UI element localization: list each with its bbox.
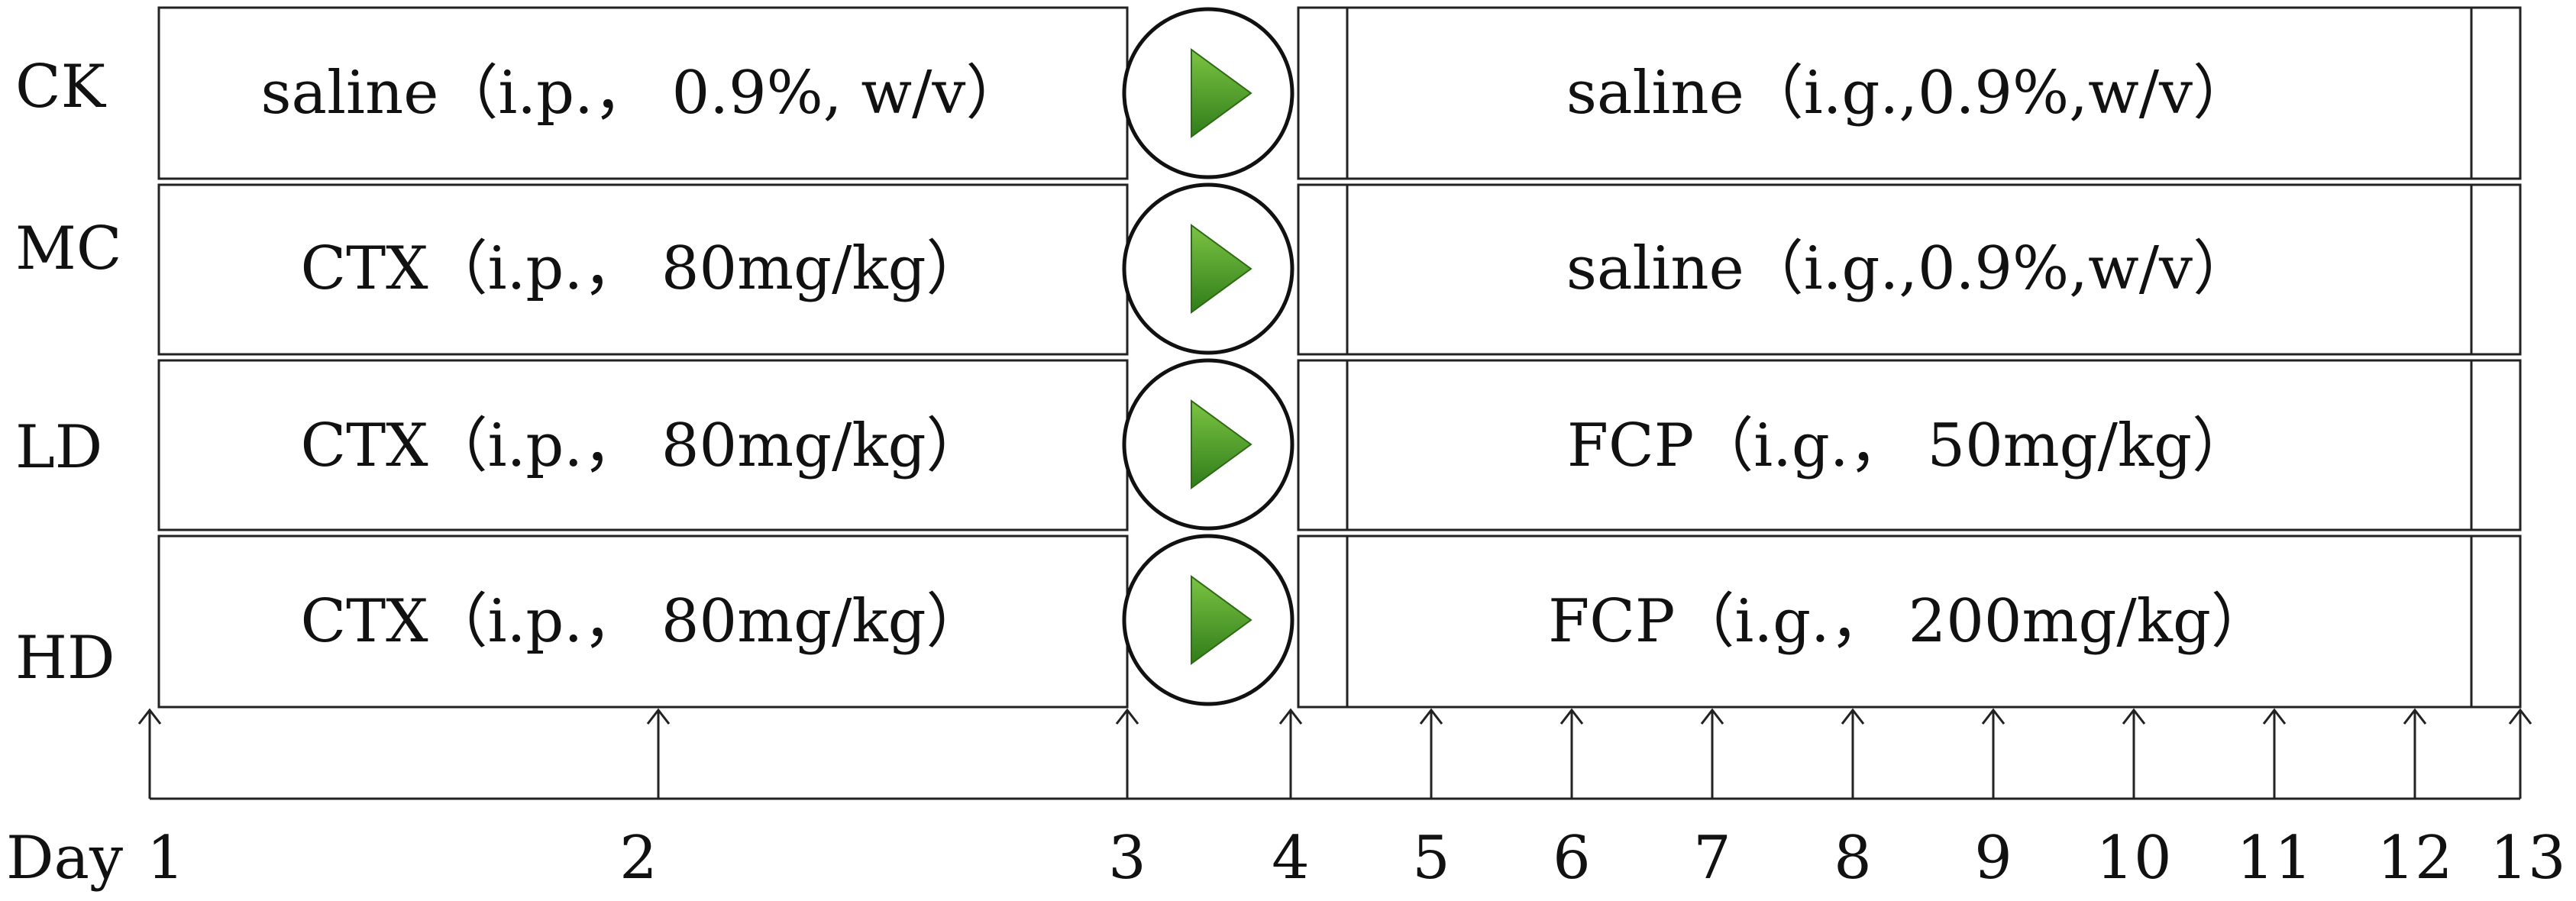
day-label: 3	[1108, 824, 1146, 893]
group-row-ck: CK saline（i.p.， 0.9%, w/v） saline（i.g.,0…	[15, 6, 2522, 180]
group-label-hd: HD	[15, 624, 115, 693]
arrow-up-icon	[1841, 708, 1865, 725]
arrow-up-icon	[137, 708, 162, 725]
day-arrow-tick	[2122, 708, 2146, 799]
phase1-text-ld: CTX（i.p.， 80mg/kg）	[300, 412, 985, 480]
day-label: 10	[2096, 824, 2171, 893]
timeline-ticks	[137, 708, 2532, 799]
play-icon	[1191, 575, 1252, 665]
day-arrow-tick	[1419, 708, 1443, 799]
arrow-up-icon	[646, 708, 671, 725]
phase2-text-ld: FCP（i.g.， 50mg/kg）	[1567, 412, 2251, 480]
day-prefix: Day	[6, 824, 123, 893]
group-row-mc: MC CTX（i.p.， 80mg/kg） saline（i.g.,0.9%,w…	[15, 182, 2522, 356]
day-label: 11	[2236, 824, 2312, 893]
play-icon	[1191, 48, 1252, 138]
day-arrow-tick	[2403, 708, 2427, 799]
day-arrow-tick	[1841, 708, 1865, 799]
group-label-mc: MC	[15, 215, 122, 283]
day-label: 13	[2490, 824, 2565, 893]
phase2-text-mc: saline（i.g.,0.9%,w/v）	[1566, 234, 2252, 303]
play-icon	[1191, 224, 1252, 314]
day-label: 5	[1412, 824, 1450, 893]
day-label: 8	[1834, 824, 1872, 893]
day-arrow-tick	[646, 708, 671, 799]
phase1-box-ck	[157, 6, 1129, 180]
day-label: 1	[147, 824, 185, 893]
phase1-box-mc	[157, 183, 1129, 356]
day-arrow-tick	[137, 708, 162, 799]
day-label: 7	[1693, 824, 1731, 893]
phase2-box-ld	[1297, 359, 2522, 531]
arrow-up-icon	[2508, 708, 2532, 725]
group-label-ld: LD	[15, 413, 102, 482]
day-label: 4	[1272, 824, 1310, 893]
arrow-up-icon	[1981, 708, 2006, 725]
arrow-up-icon	[1419, 708, 1443, 725]
day-arrow-tick	[1278, 708, 1303, 799]
day-arrow-tick	[2508, 708, 2532, 799]
arrow-up-icon	[2403, 708, 2427, 725]
day-arrow-tick	[1700, 708, 1724, 799]
arrow-up-icon	[2262, 708, 2287, 725]
day-arrow-tick	[1115, 708, 1139, 799]
day-label: 6	[1553, 824, 1591, 893]
group-row-ld: LD CTX（i.p.， 80mg/kg） FCP（i.g.， 50mg/kg）	[15, 358, 2522, 531]
phase2-text-ck: saline（i.g.,0.9%,w/v）	[1566, 59, 2252, 128]
phase1-text-mc: CTX（i.p.， 80mg/kg）	[300, 234, 985, 303]
phase2-box-hd	[1297, 534, 2522, 709]
day-label: 2	[619, 824, 658, 893]
arrow-up-icon	[1278, 708, 1303, 725]
arrow-up-icon	[1700, 708, 1724, 725]
day-label: 9	[1974, 824, 2012, 893]
arrow-up-icon	[2122, 708, 2146, 725]
play-icon	[1191, 399, 1252, 489]
phase1-text-ck: saline（i.p.， 0.9%, w/v）	[261, 59, 1026, 128]
group-label-ck: CK	[15, 53, 107, 121]
phase1-box-ld	[157, 359, 1129, 531]
group-row-hd: HD CTX（i.p.， 80mg/kg） FCP（i.g.， 200mg/kg…	[15, 534, 2522, 709]
day-arrow-tick	[1559, 708, 1584, 799]
day-label: 12	[2377, 824, 2452, 893]
arrow-up-icon	[1559, 708, 1584, 725]
day-arrow-tick	[1981, 708, 2006, 799]
phase2-text-hd: FCP（i.g.， 200mg/kg）	[1548, 587, 2271, 656]
day-arrow-tick	[2262, 708, 2287, 799]
phase2-box-ck	[1297, 6, 2522, 180]
phase1-text-hd: CTX（i.p.， 80mg/kg）	[300, 587, 985, 656]
arrow-up-icon	[1115, 708, 1139, 725]
phase2-box-mc	[1297, 183, 2522, 356]
